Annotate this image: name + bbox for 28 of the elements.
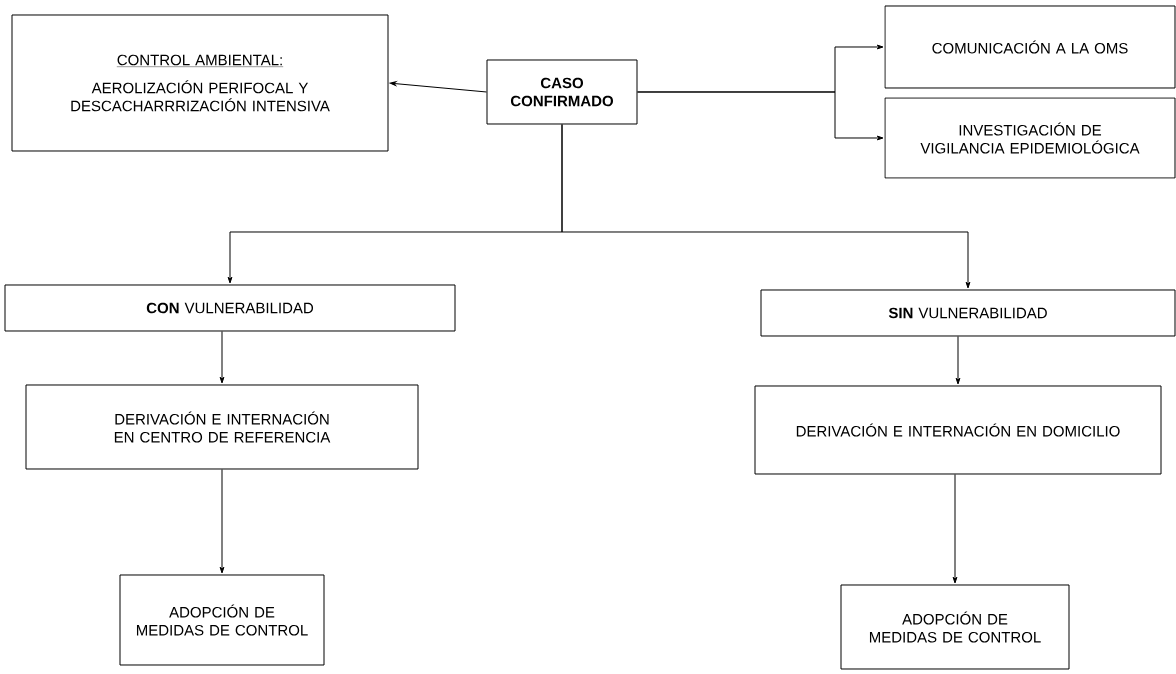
- process-box: [884, 5, 1176, 89]
- heading: CONTROL AMBIENTAL:: [116, 54, 284, 67]
- process-box: [4, 284, 456, 332]
- box-text: DERIVACIÓN E INTERNACIÓN EN CENTRO DE REFERENCIA: [114, 411, 331, 443]
- process-box: [486, 59, 638, 125]
- process-box: [884, 97, 1176, 179]
- process-box: [760, 289, 1176, 337]
- arrow: [955, 336, 961, 385]
- box-text: CASO CONFIRMADO: [510, 77, 613, 107]
- arrow: [952, 474, 958, 584]
- box-text: COMUNICACIÓN A LA OMS: [932, 40, 1128, 54]
- box-text: SIN VULNERABILIDAD: [888, 307, 1047, 319]
- box-text: DERIVACIÓN E INTERNACIÓN EN DOMICILIO: [796, 423, 1120, 437]
- box-text: AEROLIZACIÓN PERIFOCAL Y DESCACHARRRIZACIÓN INTENSIVA: [71, 80, 330, 112]
- arrow: [219, 331, 225, 384]
- arrow: [561, 124, 971, 289]
- arrow: [389, 81, 487, 93]
- process-box: [840, 584, 1070, 670]
- process-box: [119, 574, 325, 666]
- process-box: [754, 385, 1162, 475]
- box-text: INVESTIGACIÓN DE VIGILANCIA EPIDEMIOLÓGICA: [920, 122, 1140, 154]
- box-text: ADOPCIÓN DE MEDIDAS DE CONTROL: [869, 611, 1041, 643]
- arrow: [219, 469, 225, 574]
- box-text: ADOPCIÓN DE MEDIDAS DE CONTROL: [136, 604, 308, 636]
- process-box: [11, 14, 389, 152]
- box-text: CON VULNERABILIDAD: [146, 302, 314, 314]
- arrow: [637, 91, 884, 141]
- process-box: [25, 384, 419, 470]
